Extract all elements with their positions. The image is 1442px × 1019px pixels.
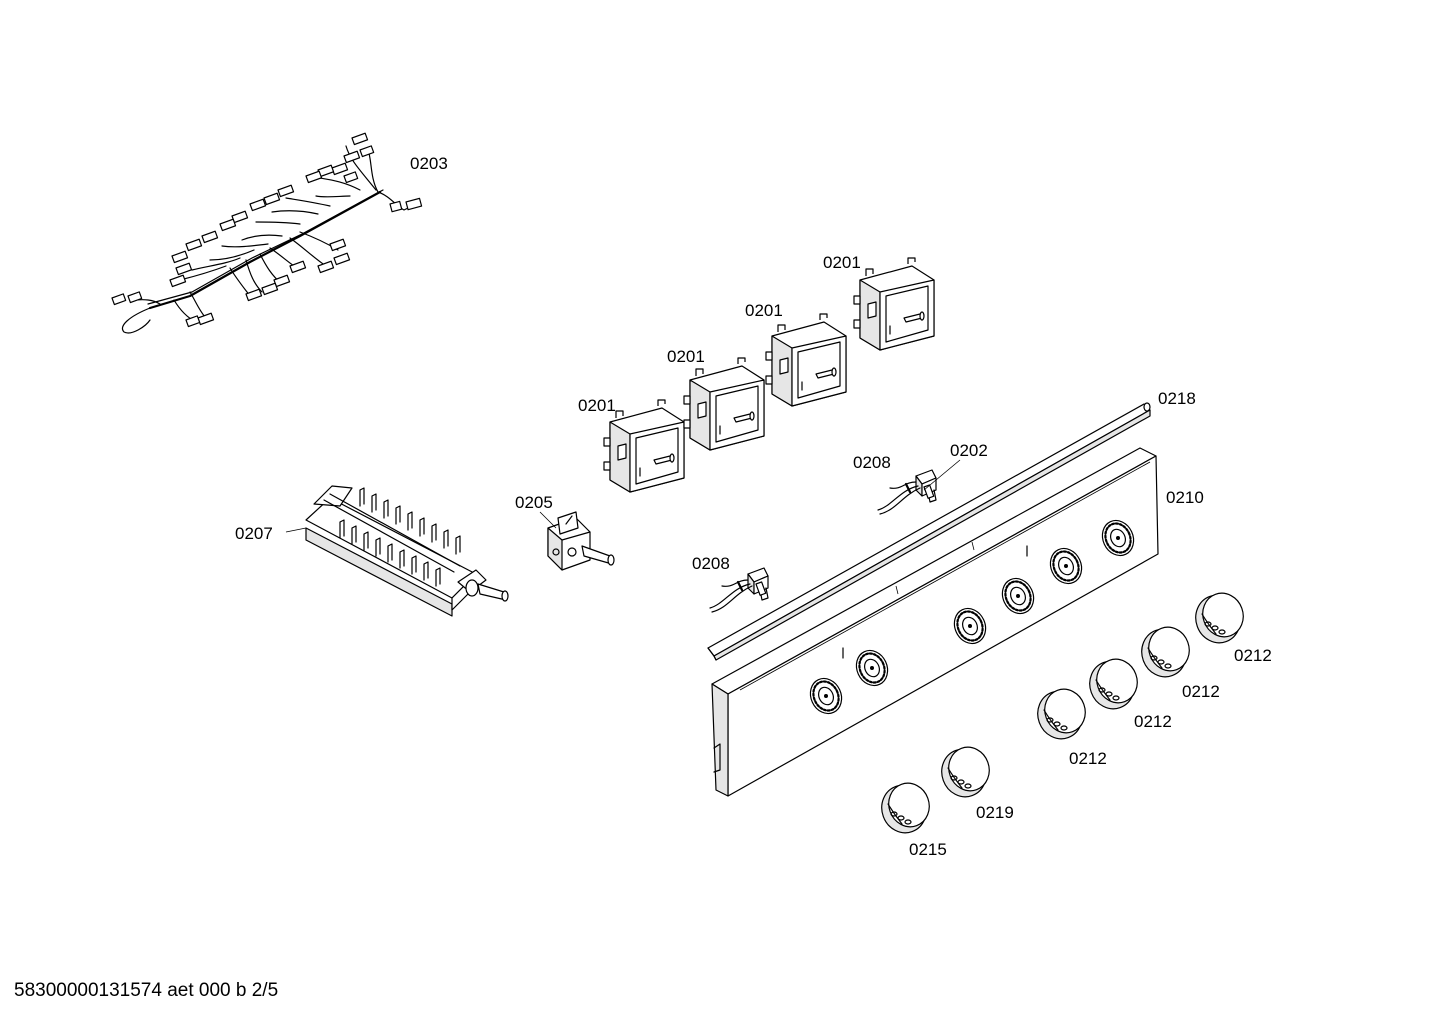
cam-switch <box>305 485 509 617</box>
label-knob-5: 0219 <box>976 803 1014 822</box>
label-wiring-harness: 0203 <box>410 154 448 173</box>
rotary-switch-1 <box>603 399 685 493</box>
label-knob-3: 0212 <box>1134 712 1172 731</box>
gas-tap <box>547 511 615 571</box>
document-footer-id: 58300000131574 aet 000 b 2/5 <box>14 980 279 1001</box>
label-knob-4: 0212 <box>1069 749 1107 768</box>
label-rotary-switch-2: 0201 <box>667 347 705 366</box>
knob-6 <box>874 776 936 840</box>
knob-4 <box>1030 682 1092 746</box>
control-panel <box>711 447 1159 797</box>
label-control-panel: 0210 <box>1166 488 1204 507</box>
rotary-switch-4 <box>853 257 935 351</box>
label-gas-tap: 0205 <box>515 493 553 512</box>
rotary-switch-2 <box>683 357 765 451</box>
knob-2 <box>1134 620 1196 684</box>
knob-1 <box>1188 586 1250 650</box>
label-knob-2: 0212 <box>1182 682 1220 701</box>
trim-strip <box>707 402 1151 661</box>
knob-5 <box>934 740 996 804</box>
leader-lines <box>285 459 961 533</box>
lamp-socket-lower <box>755 581 767 596</box>
label-lamp-lower: 0208 <box>692 554 730 573</box>
label-rotary-switch-3: 0201 <box>745 301 783 320</box>
label-trim-strip: 0218 <box>1158 389 1196 408</box>
knob-3 <box>1082 652 1144 716</box>
label-knob-6: 0215 <box>909 840 947 859</box>
label-lamp-upper: 0208 <box>853 453 891 472</box>
wiring-harness <box>111 132 423 334</box>
label-rotary-switch-4: 0201 <box>823 253 861 272</box>
rotary-switch-3 <box>765 313 847 407</box>
label-cam-switch: 0207 <box>235 524 273 543</box>
label-rotary-switch-1: 0201 <box>578 396 616 415</box>
label-knob-1: 0212 <box>1234 646 1272 665</box>
label-lamp-holder: 0202 <box>950 441 988 460</box>
